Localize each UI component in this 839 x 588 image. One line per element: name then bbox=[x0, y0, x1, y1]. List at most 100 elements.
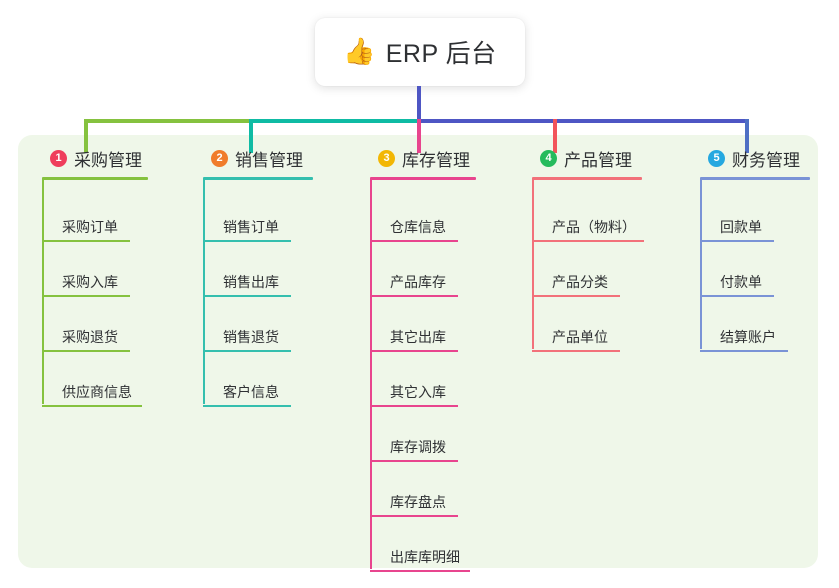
branch-item[interactable]: 结算账户 bbox=[700, 302, 810, 357]
branch-item-rule bbox=[370, 350, 458, 352]
branch-column-5: 5 财务管理回款单付款单结算账户 bbox=[700, 146, 810, 357]
branch-number-badge: 2 bbox=[211, 149, 228, 167]
root-node-label: ERP 后台 bbox=[385, 40, 497, 68]
branch-item[interactable]: 销售订单 bbox=[203, 192, 313, 247]
branch-column-2: 2 销售管理销售订单销售出库销售退货客户信息 bbox=[203, 146, 313, 412]
branch-header-rule bbox=[370, 177, 476, 180]
branch-item-rule bbox=[532, 295, 620, 297]
branch-item-label: 库存调拨 bbox=[390, 439, 446, 455]
branch-item[interactable]: 库存调拨 bbox=[370, 412, 476, 467]
branch-item-label: 仓库信息 bbox=[390, 219, 446, 235]
branch-item-label: 销售订单 bbox=[223, 219, 279, 235]
branch-item[interactable]: 库存盘点 bbox=[370, 467, 476, 522]
branch-item[interactable]: 采购退货 bbox=[42, 302, 148, 357]
branch-item-label: 客户信息 bbox=[223, 384, 279, 400]
branch-item-rule bbox=[370, 295, 458, 297]
branch-item[interactable]: 产品单位 bbox=[532, 302, 642, 357]
branch-item-rule bbox=[42, 405, 142, 407]
connector-bus-segment-3 bbox=[417, 119, 749, 123]
connector-bus-segment-1 bbox=[84, 119, 251, 123]
branch-item-label: 销售退货 bbox=[223, 329, 279, 345]
branch-item-rule bbox=[203, 405, 291, 407]
branch-number-badge: 1 bbox=[50, 149, 67, 167]
branch-item-rule bbox=[370, 405, 458, 407]
branch-item[interactable]: 产品库存 bbox=[370, 247, 476, 302]
branch-item-label: 结算账户 bbox=[720, 329, 776, 345]
branch-title: 财务管理 bbox=[732, 150, 800, 170]
branch-item-rule bbox=[370, 515, 458, 517]
branch-item[interactable]: 出库库明细 bbox=[370, 522, 476, 577]
branch-header-rule bbox=[532, 177, 642, 180]
branch-header-rule bbox=[203, 177, 313, 180]
branch-item-label: 采购退货 bbox=[62, 329, 118, 345]
branch-number-badge: 3 bbox=[378, 149, 395, 167]
branch-spine bbox=[203, 178, 205, 404]
branch-item[interactable]: 回款单 bbox=[700, 192, 810, 247]
branch-item-label: 产品单位 bbox=[552, 329, 608, 345]
branch-item[interactable]: 仓库信息 bbox=[370, 192, 476, 247]
branch-item-label: 采购订单 bbox=[62, 219, 118, 235]
branch-item-rule bbox=[203, 240, 291, 242]
thumbs-up-icon: 👍 bbox=[343, 37, 376, 67]
branch-header-1[interactable]: 1 采购管理 bbox=[42, 146, 148, 170]
branch-item-label: 出库库明细 bbox=[390, 549, 460, 565]
branch-item-rule bbox=[370, 240, 458, 242]
branch-item[interactable]: 产品分类 bbox=[532, 247, 642, 302]
branch-item-label: 产品库存 bbox=[390, 274, 446, 290]
branch-item[interactable]: 销售出库 bbox=[203, 247, 313, 302]
branch-item-rule bbox=[203, 350, 291, 352]
branch-title: 产品管理 bbox=[564, 150, 632, 170]
branch-item-label: 其它出库 bbox=[390, 329, 446, 345]
branch-item[interactable]: 采购入库 bbox=[42, 247, 148, 302]
branch-item-rule bbox=[532, 350, 620, 352]
branch-item-rule bbox=[203, 295, 291, 297]
branch-header-5[interactable]: 5 财务管理 bbox=[700, 146, 810, 170]
connector-stem bbox=[417, 86, 421, 122]
branch-item-label: 库存盘点 bbox=[390, 494, 446, 510]
branch-item[interactable]: 销售退货 bbox=[203, 302, 313, 357]
branch-item-label: 回款单 bbox=[720, 219, 762, 235]
branch-item[interactable]: 供应商信息 bbox=[42, 357, 148, 412]
connector-drop-3 bbox=[417, 119, 421, 153]
branch-item[interactable]: 客户信息 bbox=[203, 357, 313, 412]
connector-drop-4 bbox=[553, 119, 557, 153]
branch-item-rule bbox=[700, 295, 774, 297]
branch-number-badge: 4 bbox=[540, 149, 557, 167]
branch-item[interactable]: 其它入库 bbox=[370, 357, 476, 412]
branch-item[interactable]: 付款单 bbox=[700, 247, 810, 302]
branch-item-label: 供应商信息 bbox=[62, 384, 132, 400]
branch-item[interactable]: 产品（物料） bbox=[532, 192, 644, 247]
branch-header-2[interactable]: 2 销售管理 bbox=[203, 146, 313, 170]
branch-item-rule bbox=[370, 570, 470, 572]
branch-item-list: 仓库信息产品库存其它出库其它入库库存调拨库存盘点出库库明细 bbox=[370, 192, 476, 577]
branch-item-rule bbox=[370, 460, 458, 462]
connector-drop-5 bbox=[745, 119, 749, 153]
branch-header-rule bbox=[42, 177, 148, 180]
branch-spine bbox=[532, 178, 534, 349]
connector-drop-1 bbox=[84, 119, 88, 153]
branch-item[interactable]: 采购订单 bbox=[42, 192, 148, 247]
connector-bus-segment-2 bbox=[249, 119, 419, 123]
branch-item-rule bbox=[42, 240, 130, 242]
branch-item-list: 销售订单销售出库销售退货客户信息 bbox=[203, 192, 313, 412]
root-node-erp-backend[interactable]: 👍 ERP 后台 bbox=[315, 18, 525, 86]
branch-header-4[interactable]: 4 产品管理 bbox=[532, 146, 642, 170]
branch-item-rule bbox=[42, 350, 130, 352]
branch-spine bbox=[700, 178, 702, 349]
branch-item-label: 销售出库 bbox=[223, 274, 279, 290]
branch-item-rule bbox=[700, 350, 788, 352]
branch-item-label: 产品分类 bbox=[552, 274, 608, 290]
branch-item-label: 其它入库 bbox=[390, 384, 446, 400]
branch-spine bbox=[370, 178, 372, 569]
branch-title: 采购管理 bbox=[74, 150, 142, 170]
connector-drop-2 bbox=[249, 119, 253, 153]
branch-item-rule bbox=[700, 240, 774, 242]
branch-item-label: 产品（物料） bbox=[552, 219, 636, 235]
branch-item[interactable]: 其它出库 bbox=[370, 302, 476, 357]
branch-item-list: 回款单付款单结算账户 bbox=[700, 192, 810, 357]
branch-title: 销售管理 bbox=[235, 150, 303, 170]
branch-number-badge: 5 bbox=[708, 149, 725, 167]
